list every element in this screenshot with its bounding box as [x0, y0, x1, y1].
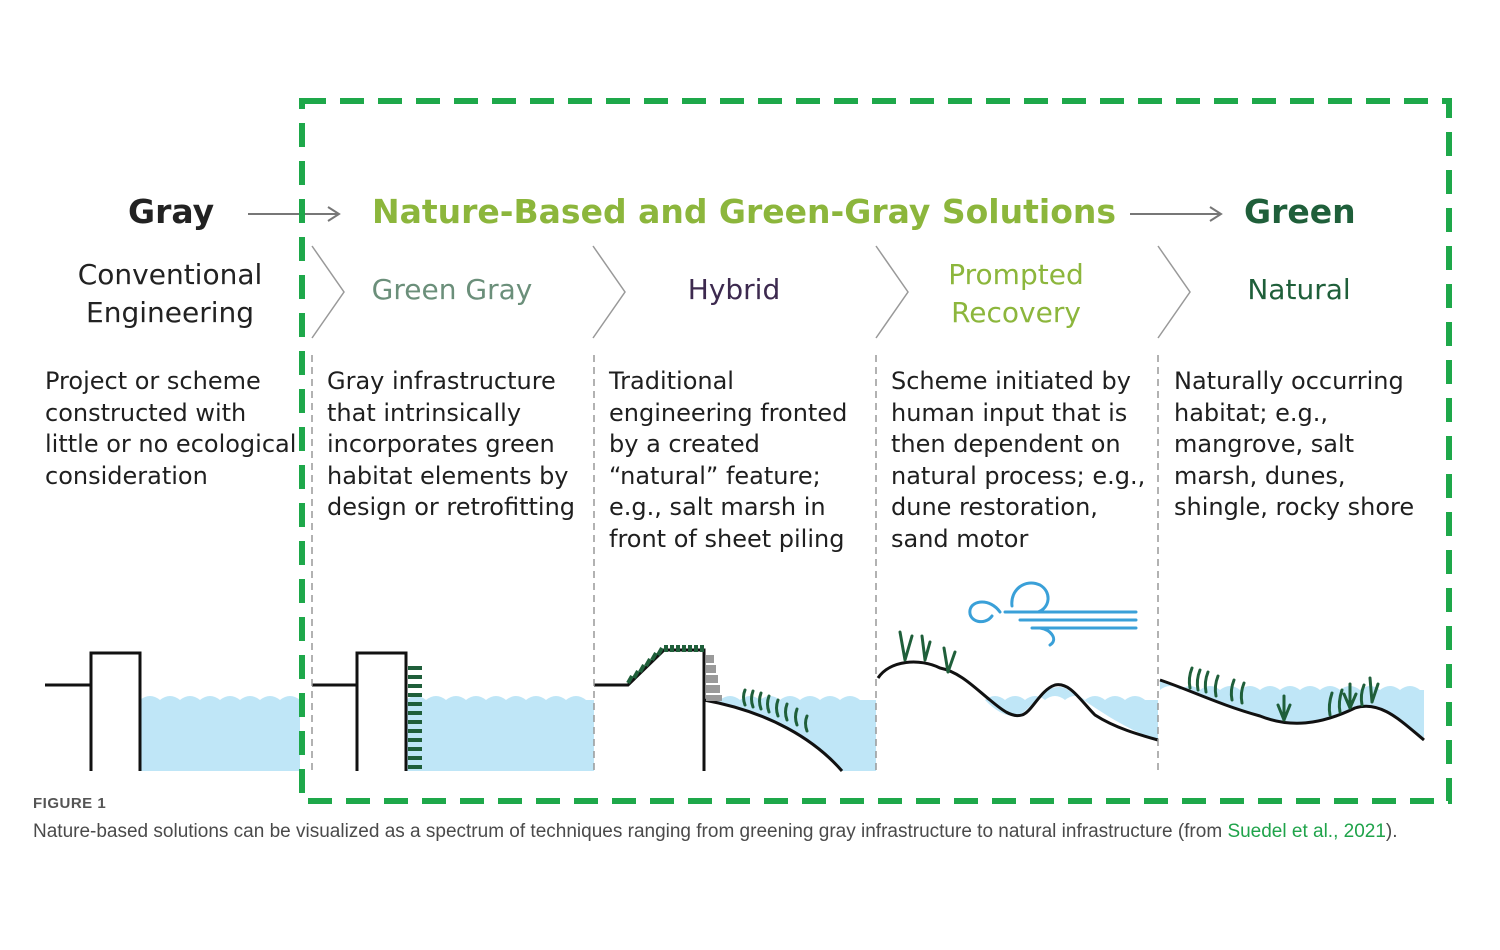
- desc-line: consideration: [45, 461, 208, 490]
- desc-line: front of sheet piling: [609, 524, 845, 553]
- desc-conventional: Project or scheme constructed with littl…: [45, 366, 307, 492]
- caption-text: Nature-based solutions can be visualized…: [33, 821, 1228, 842]
- dune-profile: [876, 660, 1159, 742]
- title-line: Recovery: [951, 296, 1081, 329]
- title-natural: Natural: [1247, 273, 1351, 306]
- desc-green-gray: Gray infrastructure that intrinsically i…: [327, 366, 589, 524]
- desc-line: incorporates green: [327, 430, 555, 458]
- desc-line: marsh, dunes,: [1174, 461, 1346, 490]
- title-conventional-engineering: Conventional Engineering: [45, 256, 295, 332]
- desc-prompted-recovery: Scheme initiated by human input that is …: [891, 366, 1153, 555]
- stage-chevrons: [311, 245, 1191, 339]
- desc-line: Scheme initiated by: [891, 367, 1131, 395]
- desc-line: Gray infrastructure: [327, 367, 556, 395]
- natural-shore: [1159, 678, 1425, 742]
- hybrid-rock-revetment: [706, 655, 722, 701]
- desc-line: habitat; e.g.,: [1174, 398, 1328, 427]
- desc-line: natural process; e.g.,: [891, 461, 1146, 490]
- caption-end: ).: [1385, 821, 1398, 842]
- desc-line: Project or scheme: [45, 367, 261, 395]
- header-gray: Gray: [128, 192, 215, 231]
- title-hybrid: Hybrid: [687, 273, 781, 306]
- desc-line: e.g., salt marsh in: [609, 493, 826, 521]
- natural-vegetation: [1187, 666, 1380, 722]
- figure-caption: Nature-based solutions can be visualized…: [33, 819, 1413, 845]
- figure-label: FIGURE 1: [33, 795, 107, 812]
- title-green-gray: Green Gray: [371, 273, 533, 306]
- desc-line: by a created: [609, 430, 760, 458]
- desc-line: habitat elements by: [327, 461, 569, 490]
- desc-line: Traditional: [609, 367, 734, 395]
- desc-line: human input that is: [891, 398, 1128, 427]
- desc-hybrid: Traditional engineering fronted by a cre…: [609, 366, 871, 555]
- title-prompted-recovery: Prompted Recovery: [891, 256, 1141, 332]
- desc-line: sand motor: [891, 524, 1029, 553]
- header-arrows: [248, 206, 1223, 222]
- green-gray-seawall: [312, 651, 408, 771]
- header-nature-based: Nature-Based and Green-Gray Solutions: [372, 192, 1116, 231]
- desc-line: dune restoration,: [891, 493, 1098, 521]
- title-line: Engineering: [86, 296, 254, 329]
- desc-line: mangrove, salt: [1174, 430, 1355, 458]
- water-areas: [140, 680, 1424, 771]
- desc-line: that intrinsically: [327, 398, 522, 427]
- desc-line: engineering fronted: [609, 398, 848, 427]
- desc-line: constructed with: [45, 398, 247, 427]
- desc-line: “natural” feature;: [609, 461, 821, 490]
- green-habitat-ladder: [408, 666, 422, 769]
- title-line: Prompted: [948, 258, 1084, 291]
- gray-seawall: [45, 651, 142, 771]
- desc-line: little or no ecological: [45, 430, 297, 458]
- desc-line: Naturally occurring: [1174, 367, 1404, 395]
- desc-line: shingle, rocky shore: [1174, 493, 1415, 521]
- desc-natural: Naturally occurring habitat; e.g., mangr…: [1174, 366, 1436, 524]
- wind-icon: [968, 581, 1138, 647]
- header-green: Green: [1244, 192, 1356, 231]
- citation-link[interactable]: Suedel et al., 2021: [1227, 821, 1386, 842]
- desc-line: design or retrofitting: [327, 493, 576, 521]
- hybrid-marsh-grass: [742, 688, 809, 733]
- column-dividers: [311, 355, 1159, 771]
- highlight-box: [299, 98, 1452, 804]
- title-line: Conventional: [77, 258, 263, 291]
- desc-line: then dependent on: [891, 430, 1121, 458]
- dune-grass: [898, 630, 957, 674]
- hybrid-green-slope: [626, 645, 704, 684]
